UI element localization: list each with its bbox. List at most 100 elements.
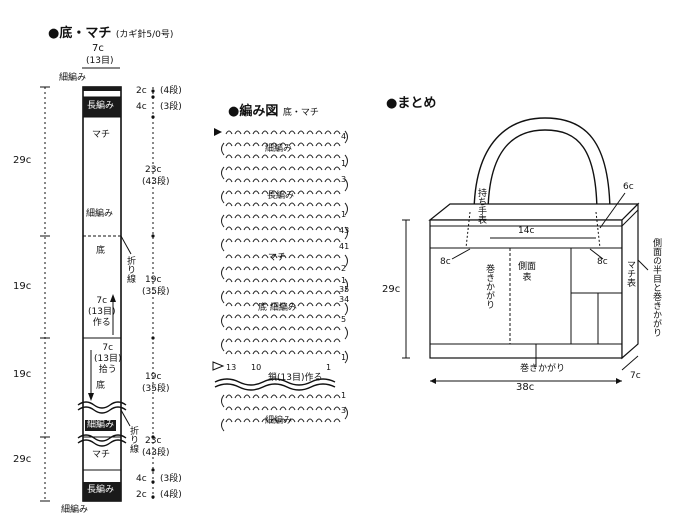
chart-turn-mark xyxy=(344,178,348,192)
strip-section-6: 細編み xyxy=(85,420,117,431)
chart-turn-mark xyxy=(221,394,225,408)
row-num-1a: 1 xyxy=(341,159,347,168)
chart-stitch-row xyxy=(225,326,341,331)
row-num-1e: 1 xyxy=(341,391,347,400)
chart-turn-mark xyxy=(221,290,225,304)
right-dim-23c: 23c xyxy=(145,165,162,175)
chart-stitch-row xyxy=(225,394,341,399)
chart-title: ●編み図 底・マチ xyxy=(228,104,319,119)
chart-turn-mark xyxy=(221,214,225,228)
row-num-43: 43 xyxy=(339,226,350,235)
chart-turn-mark xyxy=(344,350,348,364)
right-dim-19c-a: 19c xyxy=(145,275,162,285)
chart-bottom-13: 13 xyxy=(226,363,237,372)
handle-label: 持ち手表 xyxy=(476,188,486,224)
right-dim-4rows-b: (4段) xyxy=(160,490,182,500)
left-dim-1: 29c xyxy=(13,155,32,166)
chart-stitch-row xyxy=(225,418,341,423)
chart-stitch-row xyxy=(225,302,341,307)
chart-label-5: 細編み xyxy=(265,416,293,426)
side-note: 側面の半目と巻きかがり xyxy=(651,238,661,337)
chart-turn-mark xyxy=(221,238,225,252)
right-dim-19c-b: 19c xyxy=(145,372,162,382)
chart-stitch-row xyxy=(225,290,341,295)
right-dim-3rows: (3段) xyxy=(160,102,182,112)
row-num-35: 35 xyxy=(339,285,350,294)
chart-turn-mark xyxy=(344,278,348,292)
chart-stitch-row xyxy=(225,266,341,271)
row-num-2: 2 xyxy=(341,264,347,273)
row-num-34: 34 xyxy=(339,295,350,304)
right-dim-4c-b: 4c xyxy=(136,474,147,484)
fold-label-2: 折り線 xyxy=(128,426,138,453)
chart-stitch-row xyxy=(225,214,341,219)
chart-label-4: 底 細編み xyxy=(258,303,297,313)
chart-turn-mark xyxy=(221,166,225,180)
right-dim-2c-b: 2c xyxy=(136,490,147,500)
right-dim-2c: 2c xyxy=(136,86,147,96)
chart-stitch-row xyxy=(225,226,341,231)
fold-label-1: 折り線 xyxy=(125,256,135,283)
chart-stitch-row xyxy=(225,166,341,171)
row-num-3a: 3 xyxy=(341,175,347,184)
left-dim-4: 29c xyxy=(13,454,32,465)
strip-section-5: 底 xyxy=(96,381,106,391)
chart-stitch-row xyxy=(225,406,341,411)
chart-bottom-1: 1 xyxy=(326,363,332,372)
strip-section-2: マチ xyxy=(92,130,111,140)
dim-6: 6c xyxy=(623,182,634,192)
chain-note: 鎖(13目)作る xyxy=(268,373,323,383)
row-num-1d: 1 xyxy=(341,353,347,362)
chart-bottom-10: 10 xyxy=(251,363,262,372)
chart-stitch-row xyxy=(225,314,341,319)
chart-stitch-row xyxy=(225,130,341,135)
chart-turn-mark xyxy=(221,142,225,156)
strip-top-label: 細編み xyxy=(59,73,87,83)
dim-38: 38c xyxy=(516,382,535,393)
chart-turn-mark xyxy=(344,254,348,268)
chart-stitch-row xyxy=(225,190,341,195)
dim-7: 7c xyxy=(630,371,641,381)
chart-turn-mark xyxy=(344,326,348,340)
right-dim-43rows: (43段) xyxy=(142,177,170,187)
row-num-1c: 1 xyxy=(341,276,347,285)
chart-stitch-row xyxy=(225,350,341,355)
right-dim-4rows: (4段) xyxy=(160,86,182,96)
strip-section-4: 底 xyxy=(96,246,106,256)
strip-bottom-label: 細編み xyxy=(61,505,89,515)
gusset-face-label: マチ表 xyxy=(625,260,635,287)
chart-stitch-row xyxy=(225,278,341,283)
start-note: 7c(13目)作る xyxy=(88,296,116,328)
right-dim-35rows-a: (35段) xyxy=(142,287,170,297)
chart-turn-mark xyxy=(344,130,348,144)
chart-label-3: マチ xyxy=(268,253,287,263)
strip-title: ●底・マチ (カギ針5/0号) xyxy=(48,26,174,41)
chart-turn-mark xyxy=(221,190,225,204)
strip-width-cm: 7c xyxy=(92,43,104,54)
chart-turn-mark xyxy=(221,418,225,432)
chart-turn-mark xyxy=(344,154,348,168)
row-num-1b: 1 xyxy=(341,210,347,219)
whipstitch-label-1: 巻きかがり xyxy=(484,264,494,309)
chart-stitch-row xyxy=(225,178,341,183)
strip-section-3: 細編み xyxy=(86,209,114,219)
row-num-4: 4 xyxy=(341,132,347,141)
left-dim-3: 19c xyxy=(13,369,32,380)
chart-label-2: 長編み xyxy=(267,191,295,201)
chart-turn-mark xyxy=(344,302,348,316)
row-num-3b: 3 xyxy=(341,406,347,415)
left-dim-2: 19c xyxy=(13,281,32,292)
row-num-41: 41 xyxy=(339,242,350,251)
row-num-5: 5 xyxy=(341,315,347,324)
assembly-title: ●まとめ xyxy=(386,96,437,111)
chart-stitch-row xyxy=(225,238,341,243)
strip-section-1: 長編み xyxy=(85,101,117,112)
chart-turn-mark xyxy=(221,266,225,280)
strip-width-rows: (13目) xyxy=(86,56,114,66)
right-dim-3rows-b: (3段) xyxy=(160,474,182,484)
chart-turn-mark xyxy=(221,338,225,352)
chart-turn-mark xyxy=(344,226,348,240)
right-dim-35rows-b: (35段) xyxy=(142,384,170,394)
right-dim-4c: 4c xyxy=(136,102,147,112)
